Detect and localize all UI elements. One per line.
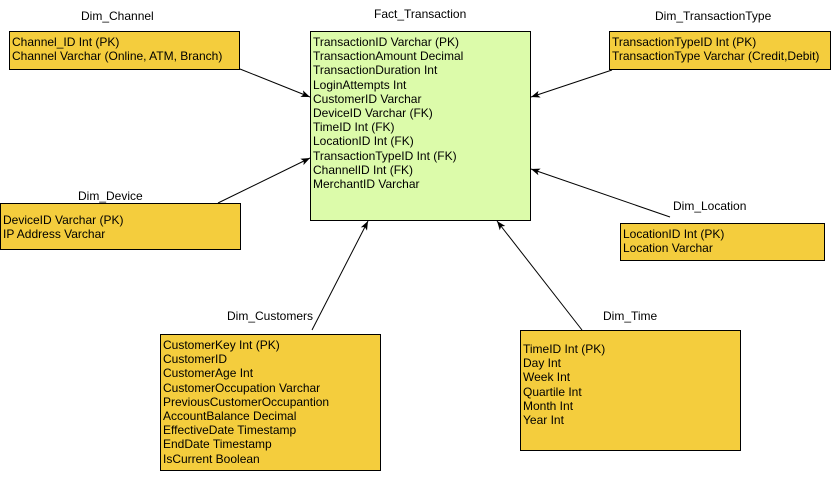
table-field-row: AccountBalance Decimal: [163, 409, 297, 424]
location-table: LocationID Int (PK)Location Varchar: [620, 223, 825, 261]
table-field-row: Channel_ID Int (PK): [12, 35, 120, 49]
table-field-row: LocationID Int (FK): [313, 134, 414, 149]
table-field-row: Day Int: [523, 356, 562, 371]
table-field-row: PreviousCustomerOccupantion: [163, 394, 330, 409]
table-field-row: Year Int: [523, 413, 564, 428]
table-field-row: IsCurrent Boolean: [163, 451, 260, 466]
table-field-row: CustomerOccupation Varchar: [163, 380, 321, 395]
transaction-type-table: TransactionTypeID Int (PK)TransactionTyp…: [609, 31, 831, 70]
table-field-row: LoginAttempts Int: [313, 77, 407, 92]
table-field-row: LocationID Int (PK): [623, 227, 725, 241]
table-field-row: Quartile Int: [523, 384, 582, 399]
table-field-row: Week Int: [523, 370, 571, 385]
table-field-row: ChannelID Int (FK): [313, 162, 414, 177]
fact-table: TransactionID Varchar (PK)TransactionAmo…: [310, 31, 531, 221]
table-field-row: EffectiveDate Timestamp: [163, 423, 297, 438]
table-field-row: CustomerID Varchar: [313, 91, 422, 106]
location-table-title: Dim_Location: [673, 199, 747, 213]
arrow-transaction-type-to-fact: [530, 69, 613, 98]
channel-table-title: Dim_Channel: [81, 9, 154, 23]
customers-table-title: Dim_Customers: [227, 309, 314, 323]
table-field-row: TransactionDuration Int: [313, 63, 438, 78]
table-field-row: EndDate Timestamp: [163, 437, 272, 452]
table-field-row: CustomerAge Int: [163, 366, 254, 381]
table-field-row: TransactionType Varchar (Credit,Debit): [612, 49, 820, 64]
table-field-row: TransactionID Varchar (PK): [313, 35, 460, 49]
table-field-row: TransactionAmount Decimal: [313, 49, 464, 64]
transaction-type-table-title: Dim_TransactionType: [655, 9, 772, 23]
table-field-row: TransactionTypeID Int (PK): [612, 35, 757, 49]
arrow-location-to-fact: [530, 168, 671, 218]
arrow-channel-to-fact: [239, 68, 311, 98]
table-field-row: DeviceID Varchar (PK): [3, 213, 124, 227]
table-field-row: DeviceID Varchar (FK): [313, 106, 433, 121]
table-field-row: Month Int: [523, 398, 574, 413]
table-field-row: Location Varchar: [623, 241, 713, 256]
arrow-device-to-fact: [217, 157, 311, 204]
channel-table: Channel_ID Int (PK)Channel Varchar (Onli…: [9, 31, 240, 70]
device-table: DeviceID Varchar (PK)IP Address Varchar: [0, 203, 241, 250]
table-field-row: CustomerKey Int (PK): [163, 338, 280, 352]
table-field-row: TimeID Int (FK): [313, 120, 395, 135]
device-table-title: Dim_Device: [78, 189, 143, 203]
table-field-row: IP Address Varchar: [3, 227, 106, 242]
arrow-time-to-fact: [496, 220, 583, 331]
table-field-row: MerchantID Varchar: [313, 177, 420, 192]
table-field-row: TransactionTypeID Int (FK): [313, 148, 457, 163]
table-field-row: Channel Varchar (Online, ATM, Branch): [12, 49, 223, 64]
arrow-customers-to-fact: [311, 220, 369, 331]
table-field-row: TimeID Int (PK): [523, 342, 606, 356]
table-field-row: CustomerID: [163, 352, 228, 367]
fact-table-title: Fact_Transaction: [374, 7, 467, 21]
time-table-title: Dim_Time: [603, 309, 658, 323]
